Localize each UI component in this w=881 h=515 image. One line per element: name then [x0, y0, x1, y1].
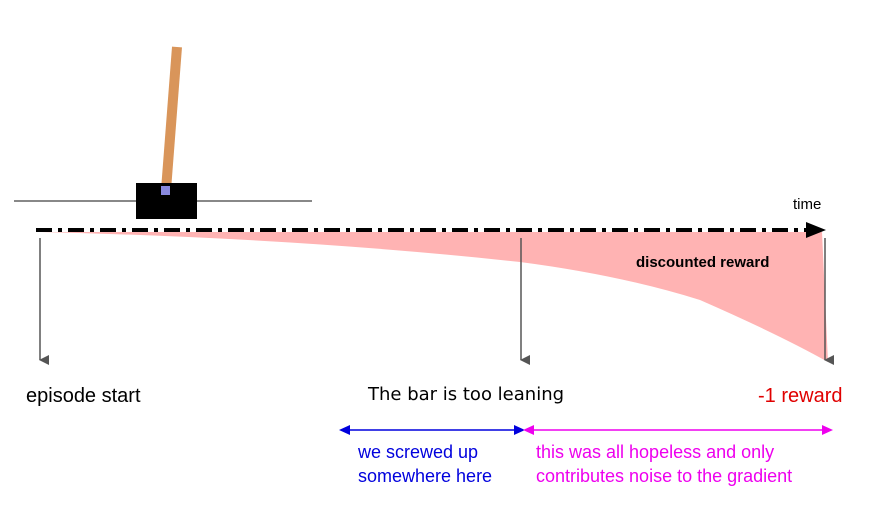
pole: [161, 46, 182, 191]
cartpole-icon: [14, 46, 312, 219]
hopeless-line-2: contributes noise to the gradient: [536, 466, 793, 486]
discounted-reward-label: discounted reward: [636, 254, 770, 271]
screwed-up-range-arrow: [339, 425, 525, 435]
bar-leaning-label: The bar is too leaning: [368, 384, 565, 405]
episode-start-label: episode start: [26, 385, 141, 407]
screwed-up-label: we screwed up somewhere here: [358, 440, 492, 488]
hopeless-label: this was all hopeless and only contribut…: [536, 440, 792, 488]
time-axis-arrowhead: [806, 222, 826, 238]
screwed-up-line-1: we screwed up: [358, 442, 479, 462]
hopeless-range-arrow: [523, 425, 833, 435]
discounted-reward-area: [40, 232, 828, 362]
negative-reward-label: -1 reward: [758, 385, 843, 407]
time-axis-label: time: [793, 196, 822, 213]
screwed-up-line-2: somewhere here: [358, 466, 493, 486]
hopeless-line-1: this was all hopeless and only: [536, 442, 775, 462]
pole-axle: [161, 186, 170, 195]
